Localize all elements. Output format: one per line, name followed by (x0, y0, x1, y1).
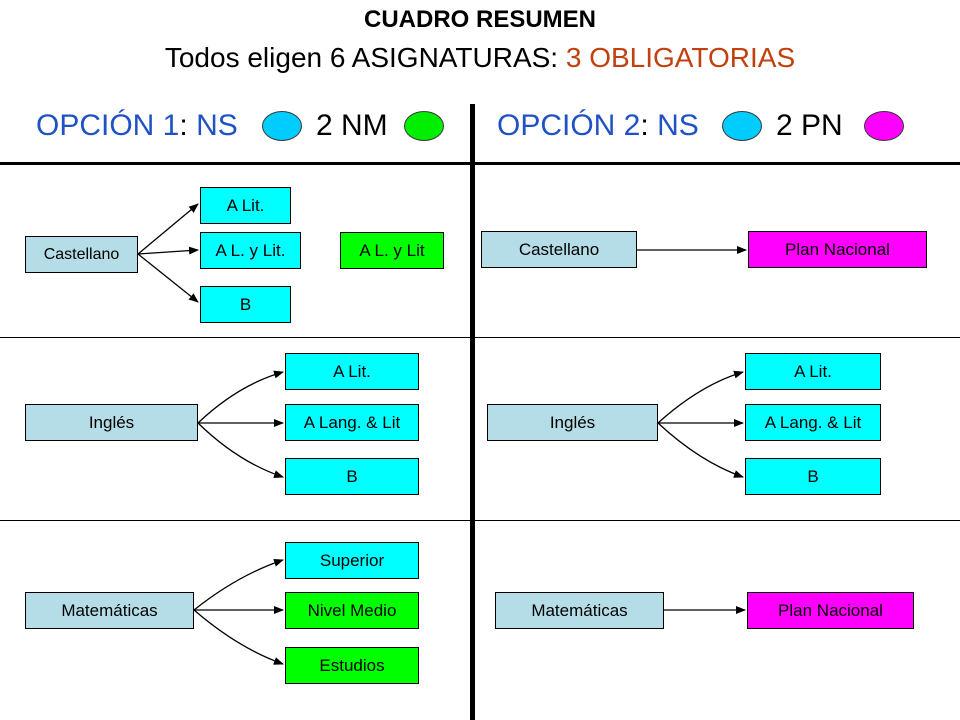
o2-ingles-b-box: B (745, 458, 881, 495)
o1-castellano-alit-box: A Lit. (200, 187, 291, 224)
arrow-o1-cast-alit (137, 203, 199, 255)
option1-ns: NS (196, 109, 238, 142)
arrow-o2-ing-alit (657, 370, 744, 424)
option2-other: 2 PN (776, 109, 843, 142)
option1-label: OPCIÓN 1 (36, 109, 180, 142)
o1-ingles-b-box: B (285, 458, 419, 495)
option1-colon: : (179, 109, 188, 142)
o1-ingles-alang-box: A Lang. & Lit (285, 404, 419, 441)
option2-ns-oval (722, 111, 762, 141)
o1-matematicas-superior-box: Superior (285, 542, 419, 579)
o2-ingles-box: Inglés (487, 404, 658, 441)
o2-castellano-box: Castellano (481, 231, 637, 268)
arrow-o1-cast-aly (137, 246, 199, 255)
page-subtitle: Todos eligen 6 ASIGNATURAS: 3 OBLIGATORI… (0, 42, 960, 74)
row-divider-2 (0, 520, 960, 521)
o1-castellano-b-box: B (200, 286, 291, 323)
arrow-o1-ing-alit (197, 370, 284, 424)
o2-ingles-alit-box: A Lit. (745, 353, 881, 390)
column-divider (470, 104, 475, 720)
o1-castellano-box: Castellano (25, 236, 138, 273)
subtitle-prefix: Todos eligen 6 ASIGNATURAS (164, 42, 551, 73)
o2-matematicas-box: Matemáticas (495, 592, 664, 629)
option1-other-oval (404, 111, 444, 141)
o1-castellano-aly-green-box: A L. y Lit (340, 232, 444, 269)
header-divider (0, 162, 960, 165)
arrow-o1-mat-sup (193, 559, 284, 611)
arrow-o2-ing-b (657, 422, 744, 478)
o1-ingles-box: Inglés (25, 404, 198, 441)
arrow-o1-ing-b (197, 422, 284, 478)
option2-header: OPCIÓN 2: NS (497, 109, 699, 143)
subtitle-colon: : (550, 42, 559, 73)
option2-label: OPCIÓN 2 (497, 109, 641, 142)
option1-ns-oval (262, 111, 302, 141)
option2-ns: NS (657, 109, 699, 142)
option1-other: 2 NM (316, 109, 388, 142)
o1-ingles-alit-box: A Lit. (285, 353, 419, 390)
row-divider-1 (0, 337, 960, 338)
o2-ingles-alang-box: A Lang. & Lit (745, 404, 881, 441)
arrow-o1-cast-b (137, 253, 199, 303)
arrow-o1-mat-est (193, 609, 284, 665)
o2-castellano-plan-box: Plan Nacional (748, 231, 927, 268)
subtitle-highlight: 3 OBLIGATORIAS (565, 42, 796, 73)
option2-colon: : (640, 109, 649, 142)
page-title: CUADRO RESUMEN (363, 6, 596, 33)
o2-matematicas-plan-box: Plan Nacional (747, 592, 914, 629)
option2-other-oval (864, 111, 904, 141)
option1-header: OPCIÓN 1: NS (36, 109, 238, 143)
o1-castellano-aly-box: A L. y Lit. (200, 232, 301, 269)
o1-matematicas-nivelmedio-box: Nivel Medio (285, 592, 419, 629)
o1-matematicas-estudios-box: Estudios (285, 647, 419, 684)
o1-matematicas-box: Matemáticas (25, 592, 194, 629)
